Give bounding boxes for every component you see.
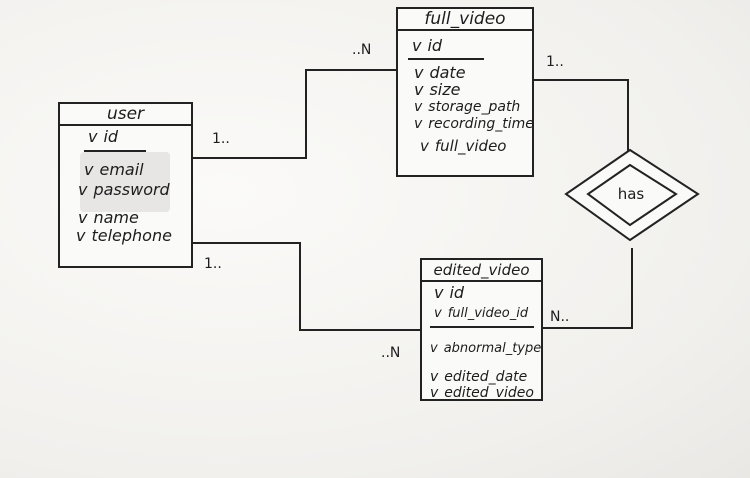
entity-full-video-title: full_video <box>398 9 532 31</box>
card-user-full-video-video-side: ..N <box>352 42 372 58</box>
line-user-edited-video <box>192 242 420 331</box>
edited-video-key-separator <box>430 326 534 328</box>
line-full-video-has <box>534 79 629 155</box>
card-has-full-video-side: 1.. <box>546 54 564 70</box>
user-key-separator <box>84 150 146 152</box>
card-user-edited-video-user-side: 1.. <box>204 256 222 272</box>
relationship-has-label: has <box>617 185 645 203</box>
has-diamond-outer <box>564 148 700 242</box>
card-has-edited-video-side: N.. <box>550 309 570 325</box>
line-has-edited-video <box>543 248 633 329</box>
full-video-key-separator <box>408 58 484 60</box>
entity-edited-video-title: edited_video <box>422 260 541 282</box>
paper-smudge <box>80 152 170 212</box>
line-user-full-video <box>190 69 396 159</box>
entity-user-title: user <box>60 104 191 126</box>
card-user-full-video-user-side: 1.. <box>212 131 230 147</box>
card-user-edited-video-video-side: ..N <box>381 345 401 361</box>
has-diamond-inner <box>586 163 678 227</box>
